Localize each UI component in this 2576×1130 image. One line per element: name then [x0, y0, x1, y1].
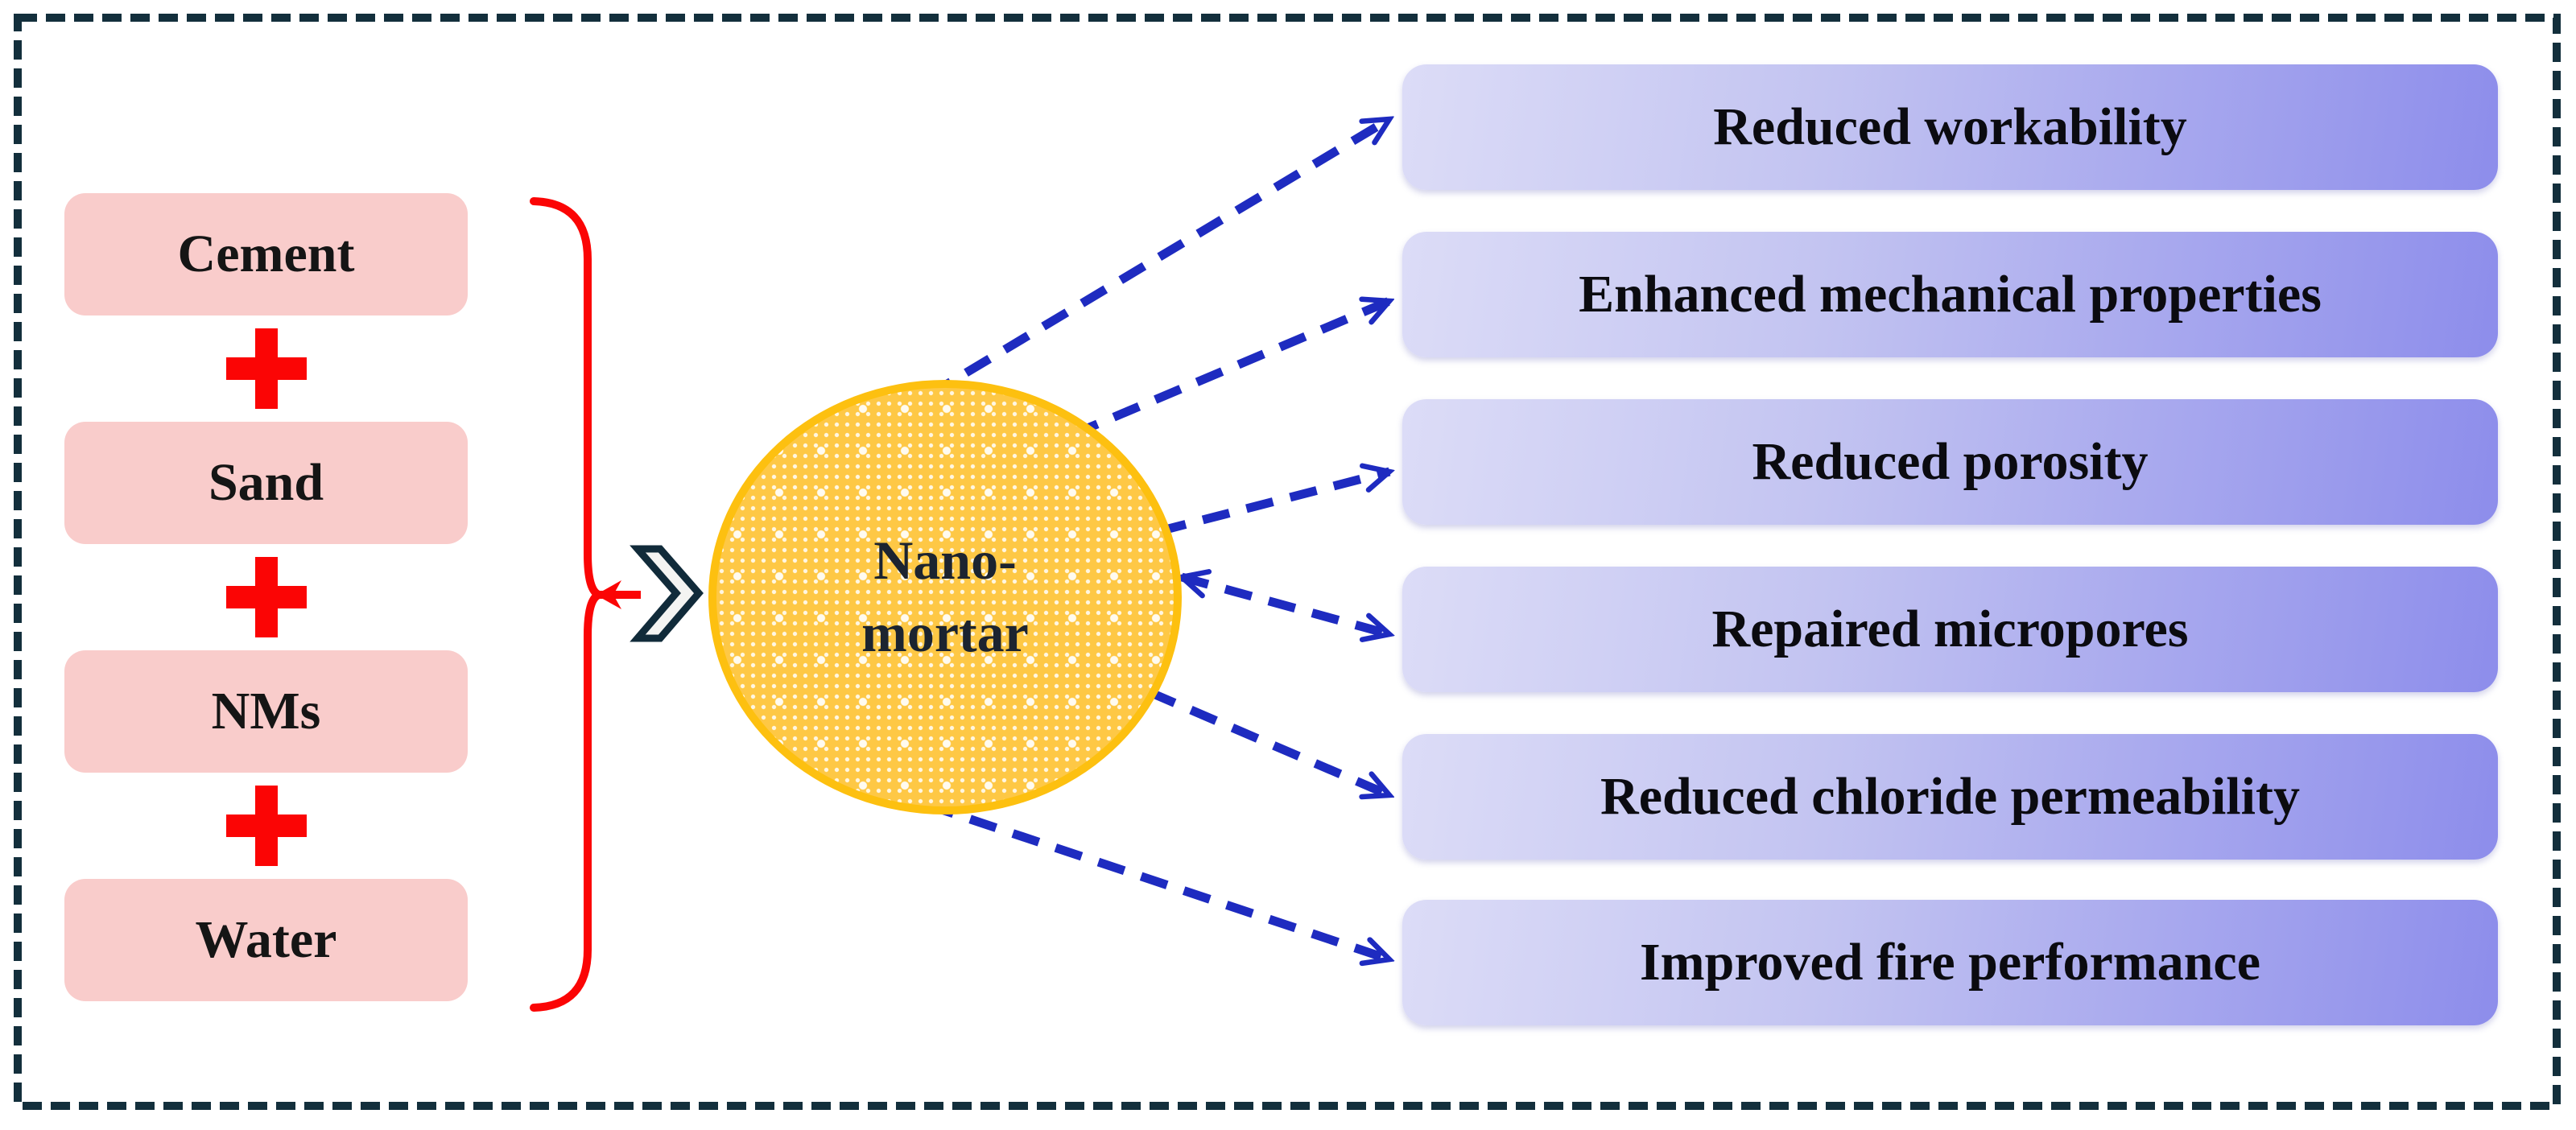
dashed-arrow-fire: [926, 800, 1389, 959]
outcome-box-repaired-micropores: Repaired micropores: [1402, 567, 2498, 692]
ingredient-box-cement: Cement: [64, 193, 468, 315]
nano-mortar-label-line2: mortar: [861, 602, 1029, 663]
dashed-arrow-chloride: [1147, 687, 1389, 795]
curly-brace: [530, 197, 611, 1012]
ingredient-box-sand: Sand: [64, 422, 468, 544]
dashed-arrow-micropores: [1182, 577, 1389, 634]
outcome-box-improved-fire-performance: Improved fire performance: [1402, 900, 2498, 1025]
ingredient-label: NMs: [211, 682, 321, 740]
plus-icon: [226, 786, 307, 866]
nano-mortar-label-line1: Nano-: [873, 530, 1017, 592]
dashed-arrow-mechanical: [1070, 301, 1389, 439]
plus-icon: [226, 328, 307, 409]
ingredient-label: Sand: [208, 453, 324, 512]
outcome-box-reduced-workability: Reduced workability: [1402, 64, 2498, 190]
brace-pointer-tip: [596, 580, 621, 609]
ingredient-label: Cement: [177, 225, 355, 283]
outcome-label: Enhanced mechanical properties: [1579, 265, 2322, 324]
outcome-box-reduced-chloride-permeability: Reduced chloride permeability: [1402, 734, 2498, 860]
ingredient-box-water: Water: [64, 879, 468, 1001]
outcome-box-enhanced-mechanical-properties: Enhanced mechanical properties: [1402, 232, 2498, 357]
dashed-arrow-workability: [925, 115, 1389, 400]
outcome-label: Reduced workability: [1713, 97, 2187, 156]
nano-mortar-circle: Nano- mortar: [708, 380, 1182, 815]
outcome-label: Improved fire performance: [1639, 933, 2261, 992]
double-chevron-icon: [630, 545, 704, 642]
plus-icon: [226, 557, 307, 637]
outcome-label: Reduced chloride permeability: [1600, 767, 2300, 826]
outer-dashed-border: [14, 14, 2561, 1110]
outcome-label: Repaired micropores: [1711, 600, 2189, 658]
outcome-label: Reduced porosity: [1752, 432, 2149, 491]
dashed-arrow-porosity: [1158, 472, 1389, 536]
ingredient-label: Water: [195, 910, 337, 969]
outcome-box-reduced-porosity: Reduced porosity: [1402, 399, 2498, 525]
ingredient-box-nms: NMs: [64, 650, 468, 773]
